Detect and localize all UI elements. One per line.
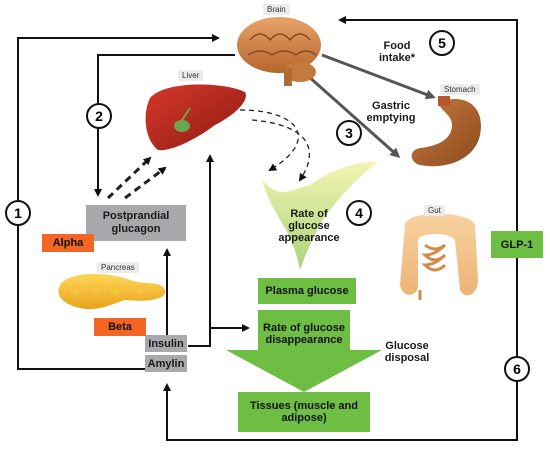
- tissues-box: Tissues (muscle and adipose): [238, 392, 370, 432]
- loop-6-path: [163, 16, 518, 441]
- brain-illustration: [237, 17, 321, 86]
- step-4-marker: 4: [346, 200, 372, 226]
- glucose-funnel: [262, 161, 378, 270]
- rate-of-glucose-disappearance-box: Rate of glucose disappearance: [262, 313, 346, 355]
- step-6-marker: 6: [504, 356, 530, 382]
- liver-illustration: [145, 84, 246, 151]
- rate-of-glucose-appearance-label: Rate of glucose appearance: [278, 208, 340, 244]
- stomach-illustration: [411, 96, 481, 167]
- liver-to-funnel-arrows: [239, 109, 310, 182]
- loop-2-path: [94, 54, 235, 197]
- plasma-glucose-box: Plasma glucose: [258, 278, 356, 304]
- glp1-box: GLP-1: [491, 231, 543, 258]
- brain-to-stomach-arrows: [307, 53, 436, 158]
- pancreas-illustration: [58, 273, 166, 310]
- pancreas-label: Pancreas: [97, 262, 139, 273]
- gut-label: Gut: [424, 205, 445, 216]
- stomach-label: Stomach: [440, 84, 480, 95]
- amylin-box: Amylin: [145, 355, 187, 372]
- insulin-box: Insulin: [145, 335, 187, 352]
- food-intake-label: Food intake*: [378, 40, 416, 64]
- beta-box: Beta: [94, 318, 146, 336]
- gastric-emptying-label: Gastric emptying: [366, 100, 416, 124]
- brain-label: Brain: [263, 4, 290, 15]
- step-2-marker: 2: [86, 103, 112, 129]
- postprandial-glucagon-box: Postprandial glucagon: [86, 205, 186, 241]
- step-3-marker: 3: [336, 120, 362, 146]
- glucose-disposal-label: Glucose disposal: [384, 340, 430, 364]
- insulin-arrows: [163, 154, 250, 347]
- step-5-marker: 5: [429, 30, 455, 56]
- glucagon-to-liver-arrows: [106, 156, 167, 200]
- liver-label: Liver: [178, 70, 204, 81]
- step-1-marker: 1: [5, 200, 31, 226]
- alpha-box: Alpha: [42, 234, 94, 252]
- gut-illustration: [400, 213, 478, 300]
